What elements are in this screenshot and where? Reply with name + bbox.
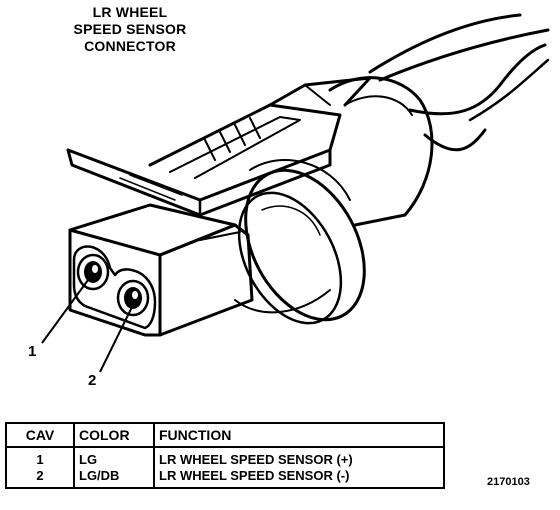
cell-cav: 2 [5,468,75,489]
table-row: 2 LG/DB LR WHEEL SPEED SENSOR (-) [5,468,445,489]
cell-function: LR WHEEL SPEED SENSOR (+) [153,447,445,468]
locking-tab [66,76,372,217]
diagram-title: LR WHEEL SPEED SENSOR CONNECTOR [40,4,220,55]
connector-illustration [41,13,550,373]
title-line-2: SPEED SENSOR [73,21,187,37]
callout-2: 2 [88,372,97,389]
cell-color: LG/DB [73,468,155,489]
cavity-face [72,245,157,330]
connector-barrel [234,159,366,325]
header-function: FUNCTION [153,422,445,448]
header-color: COLOR [73,422,155,448]
figure-id: 2170103 [487,476,530,488]
terminal-cavity-2 [116,279,150,317]
callout-1: 1 [28,343,37,360]
cell-color: LG [73,447,155,468]
header-cav: CAV [5,422,75,448]
title-line-1: LR WHEEL [92,4,168,20]
cell-function: LR WHEEL SPEED SENSOR (-) [153,468,445,489]
table-row: 1 LG LR WHEEL SPEED SENSOR (+) [5,447,445,468]
connector-housing [68,203,254,337]
leader-line-1 [41,279,89,344]
table-header-row: CAV COLOR FUNCTION [5,422,445,448]
cell-cav: 1 [5,447,75,468]
terminal-cavity-1 [76,253,110,291]
connector-boot [328,76,434,227]
pinout-table: CAV COLOR FUNCTION 1 LG LR WHEEL SPEED S… [5,422,445,489]
title-line-3: CONNECTOR [84,38,176,54]
wire-harness [368,13,550,152]
leader-line-2 [99,304,134,373]
